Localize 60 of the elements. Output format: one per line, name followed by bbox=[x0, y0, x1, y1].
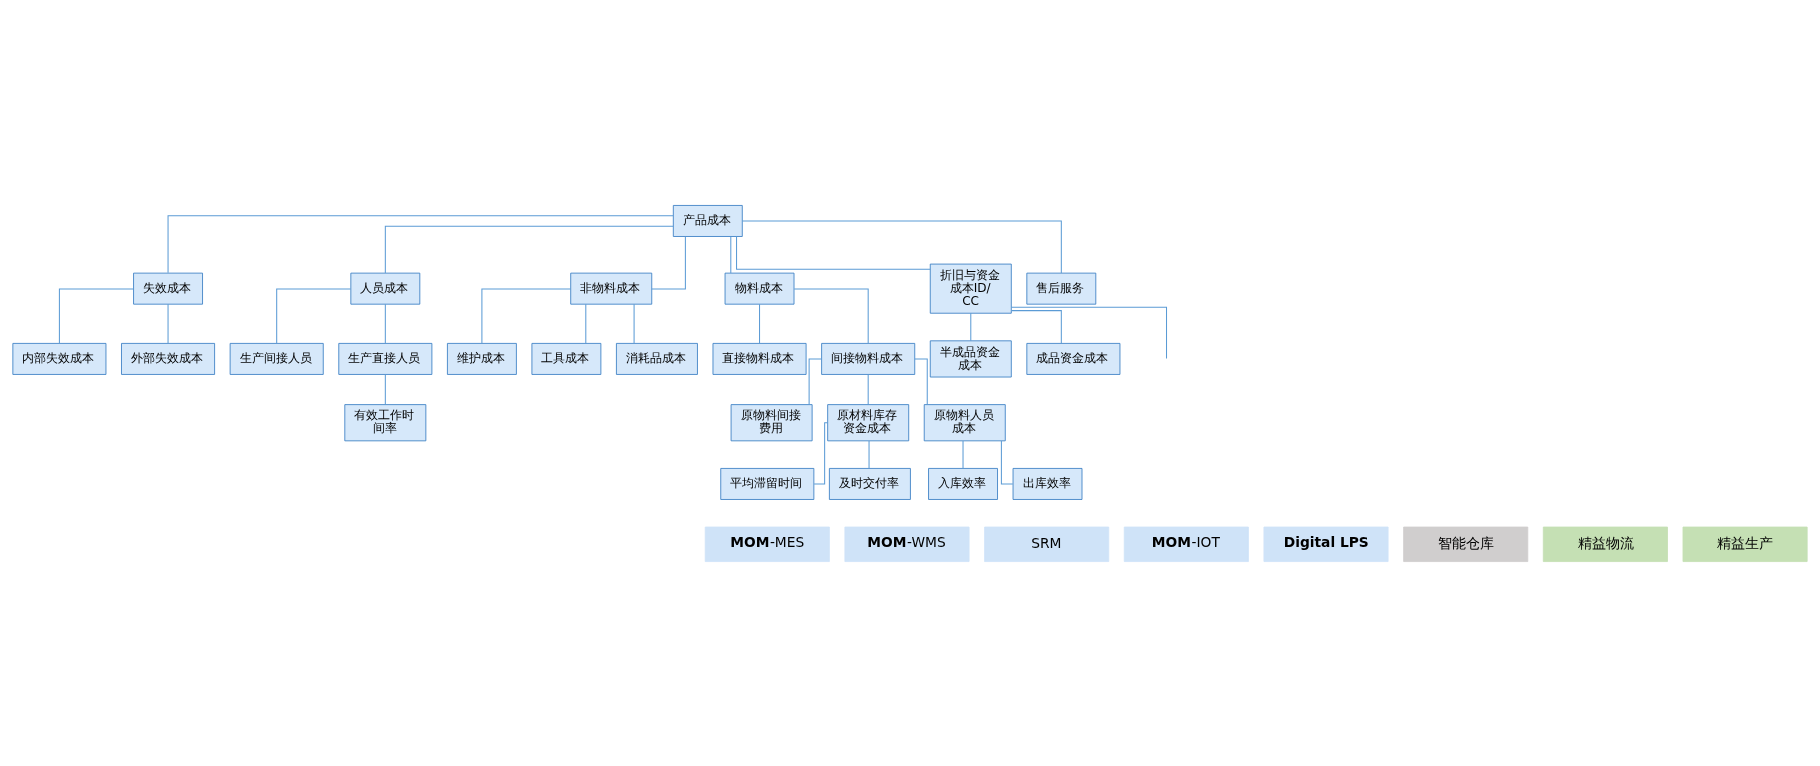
connector bbox=[970, 312, 972, 341]
node-box: 消耗品成本 bbox=[616, 342, 698, 375]
node-box: 维护成本 bbox=[447, 342, 517, 375]
connector bbox=[585, 303, 587, 344]
node-box: 物料成本 bbox=[724, 272, 795, 305]
connector bbox=[1011, 309, 1062, 344]
connector bbox=[58, 288, 134, 344]
connector bbox=[167, 214, 674, 273]
node-box: 生产直接人员 bbox=[338, 342, 433, 375]
node-box: 生产间接人员 bbox=[229, 342, 324, 375]
node-box: 内部失效成本 bbox=[12, 342, 107, 375]
node-box: 平均滞留时间 bbox=[720, 467, 815, 500]
node-box: 非物料成本 bbox=[570, 272, 653, 305]
node-box: 及时交付率 bbox=[828, 467, 911, 500]
node-box: 半成品资金成本 bbox=[929, 339, 1012, 377]
node-box: MOM-IOT bbox=[1123, 526, 1249, 562]
node-box: 售后服务 bbox=[1026, 272, 1097, 305]
node-box: 原材料库存资金成本 bbox=[827, 403, 910, 441]
node-box: 失效成本 bbox=[133, 272, 203, 305]
connector bbox=[633, 303, 635, 344]
node-box: SRM bbox=[984, 526, 1110, 562]
connector bbox=[867, 373, 869, 405]
node-box: 智能仓库 bbox=[1403, 526, 1529, 562]
connector bbox=[808, 357, 822, 405]
node-box: 折旧与资金成本ID/CC bbox=[929, 263, 1012, 314]
connector bbox=[868, 440, 870, 469]
connector bbox=[481, 288, 572, 344]
node-box: 精益物流 bbox=[1542, 526, 1668, 562]
node-box: 直接物料成本 bbox=[712, 342, 807, 375]
node-box: 原物料间接费用 bbox=[730, 403, 813, 441]
connector bbox=[384, 303, 386, 344]
node-box: 外部失效成本 bbox=[121, 342, 216, 375]
connector bbox=[741, 219, 1062, 273]
connector bbox=[384, 373, 386, 405]
node-box: 入库效率 bbox=[928, 467, 998, 500]
connector bbox=[759, 303, 761, 344]
node-box: 成品资金成本 bbox=[1026, 342, 1121, 375]
node-box: 精益生产 bbox=[1682, 526, 1808, 562]
node-box: MOM-MES bbox=[704, 526, 830, 562]
connector bbox=[1000, 440, 1014, 484]
node-box: 间接物料成本 bbox=[821, 342, 916, 375]
node-box: Digital LPS bbox=[1263, 526, 1389, 562]
connector bbox=[962, 440, 964, 469]
connector bbox=[384, 225, 674, 273]
connector bbox=[276, 288, 352, 344]
node-box: MOM-WMS bbox=[844, 526, 970, 562]
connector bbox=[793, 288, 869, 344]
node-box: 出库效率 bbox=[1012, 467, 1083, 500]
connector bbox=[914, 357, 928, 405]
node-box: 原物料人员成本 bbox=[923, 403, 1006, 441]
node-box: 有效工作时间率 bbox=[344, 403, 427, 441]
connector bbox=[651, 235, 686, 290]
connector bbox=[730, 235, 732, 274]
connector bbox=[736, 235, 931, 270]
connector bbox=[813, 421, 828, 484]
node-box: 产品成本 bbox=[672, 204, 743, 237]
connector bbox=[167, 303, 169, 344]
node-box: 工具成本 bbox=[531, 342, 602, 375]
node-box: 人员成本 bbox=[350, 272, 421, 305]
connector bbox=[1010, 306, 1168, 359]
